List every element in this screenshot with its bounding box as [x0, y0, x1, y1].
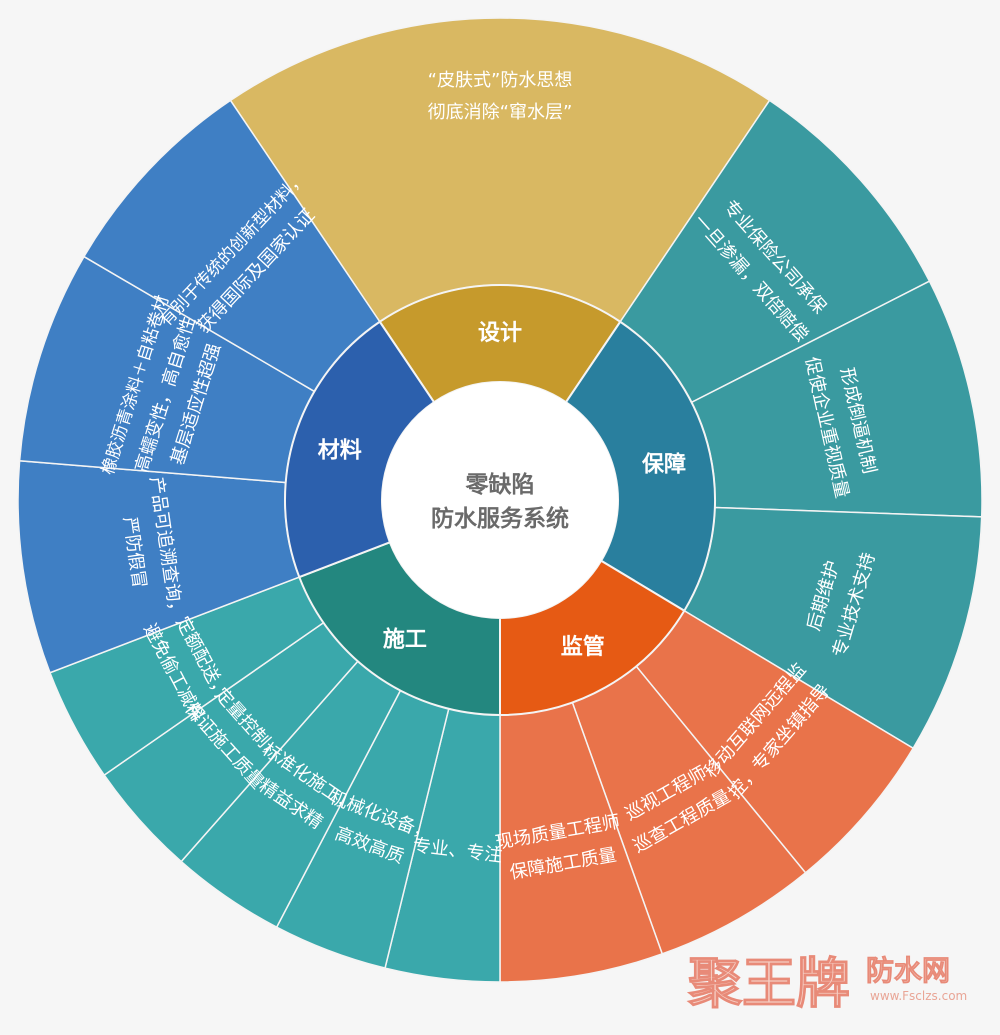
center-title-line1: 零缺陷 — [465, 471, 535, 498]
category-label-construct: 施工 — [383, 626, 427, 652]
watermark-tag: 防水网 — [866, 954, 950, 987]
category-label-supervise: 监管 — [561, 634, 605, 660]
outer-label-line: “皮肤式”防水思想 — [428, 70, 573, 91]
center-circle — [382, 382, 618, 618]
watermark: 聚王牌 防水网 www.Fsclzs.com — [687, 952, 968, 1016]
category-label-protect: 保障 — [641, 452, 686, 478]
category-label-material: 材料 — [318, 438, 362, 463]
watermark-url: www.Fsclzs.com — [870, 989, 967, 1003]
watermark-brand: 聚王牌 — [687, 952, 850, 1015]
category-label-design: 设计 — [478, 321, 522, 346]
center-title-line2: 防水服务系统 — [431, 505, 569, 532]
outer-label-line: 彻底消除“窜水层” — [428, 102, 573, 123]
